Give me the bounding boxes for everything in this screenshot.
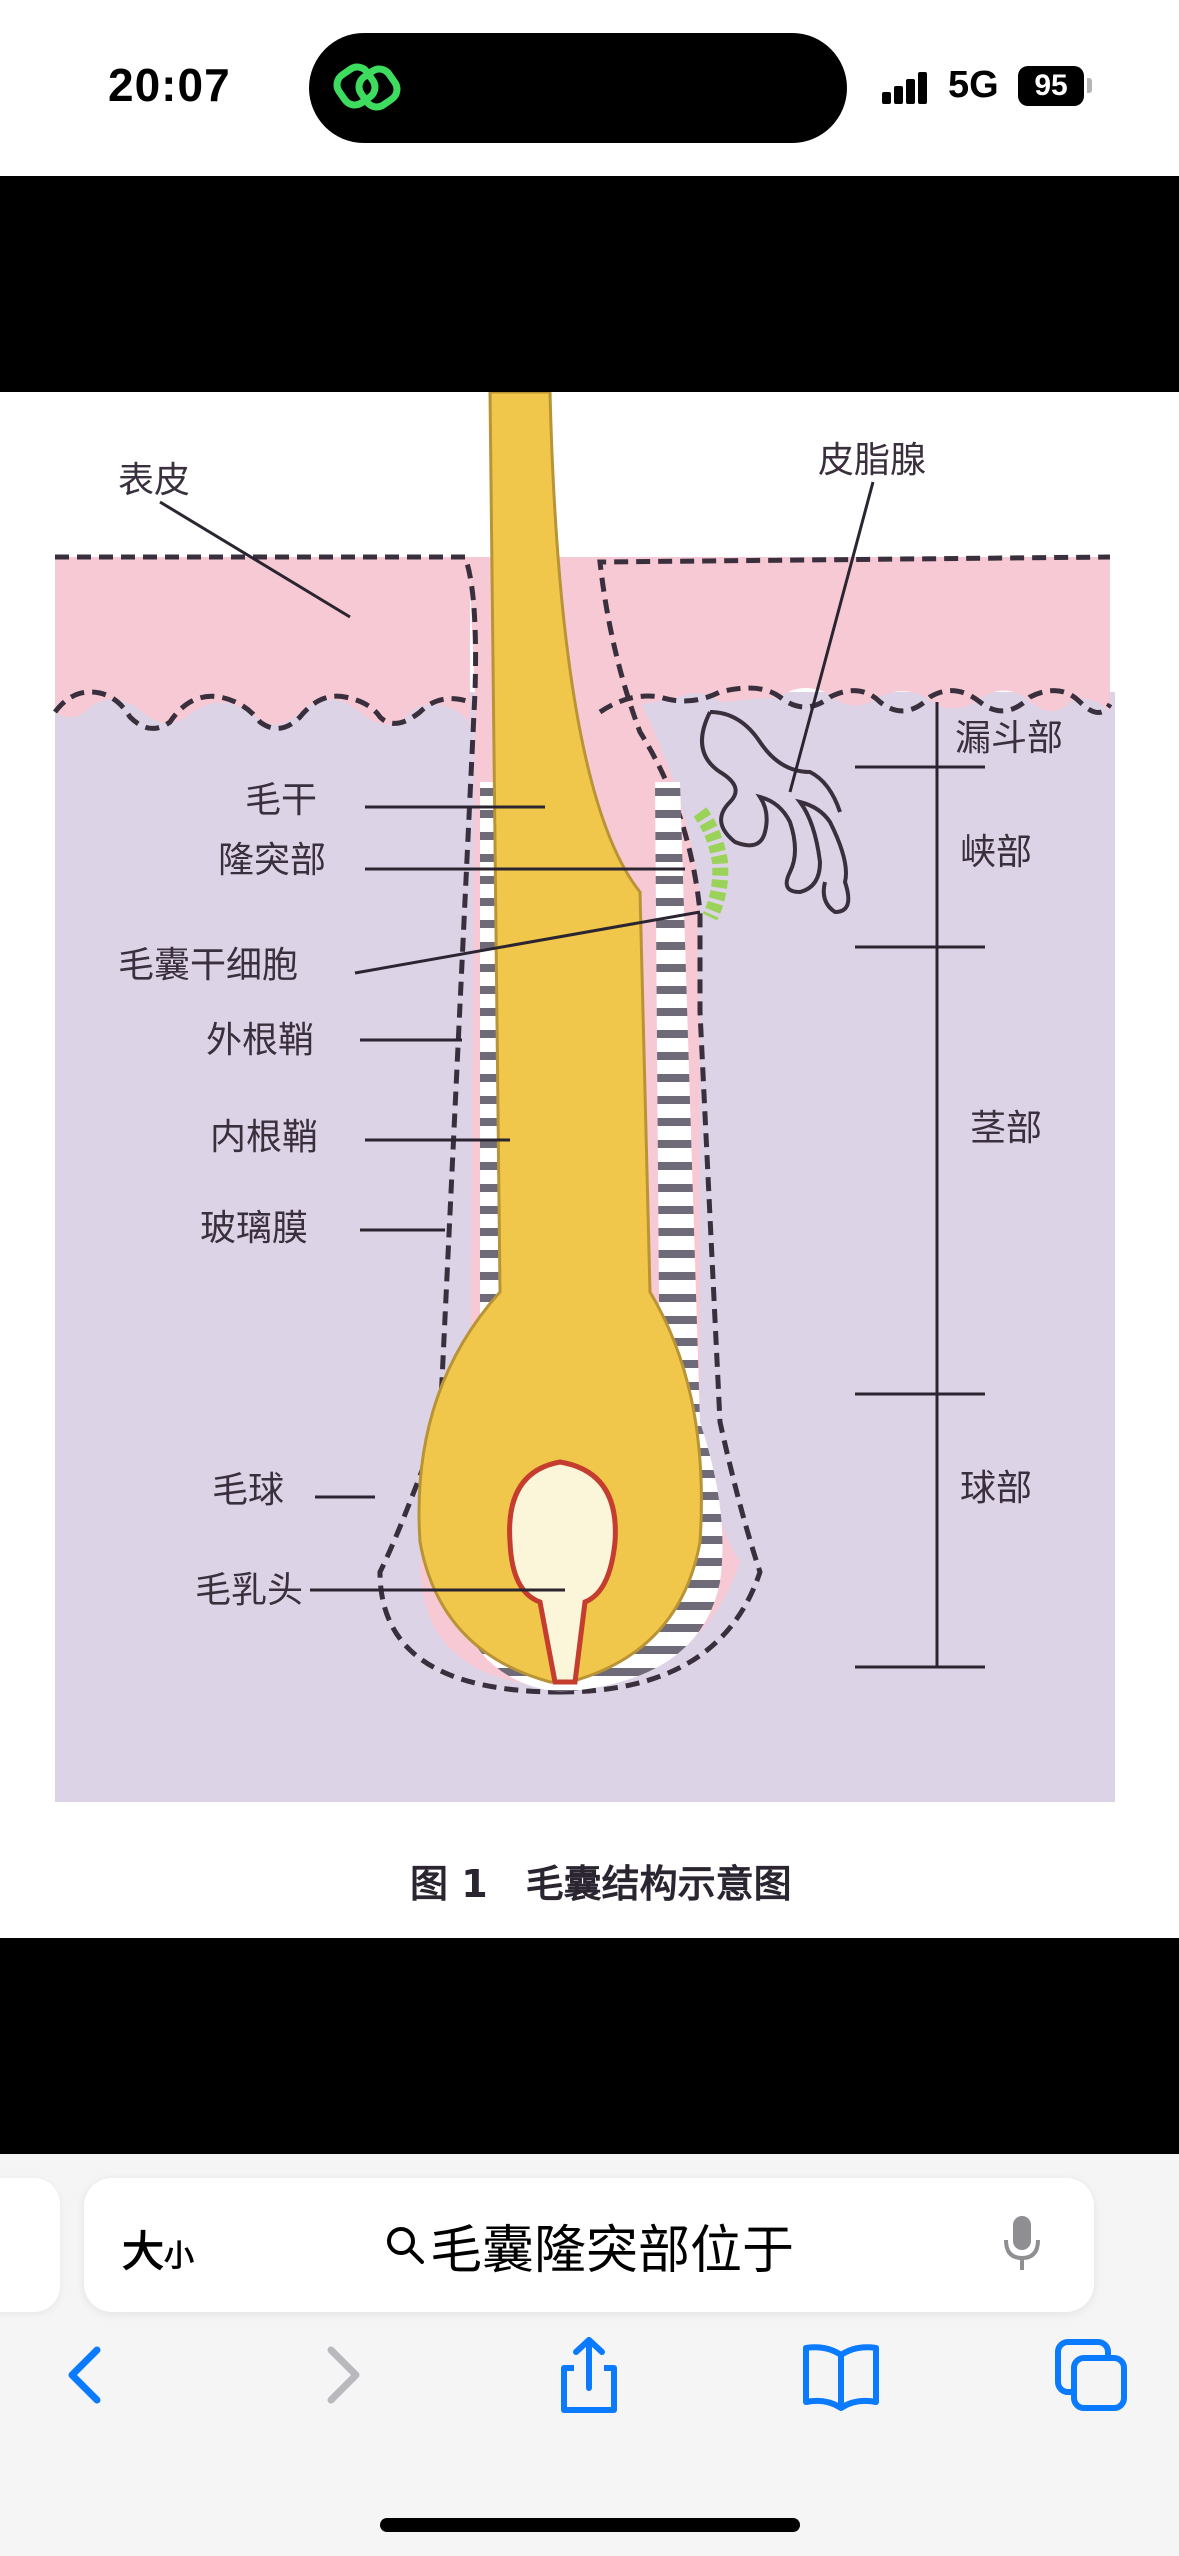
- hair-shaft: [417, 392, 703, 1684]
- search-icon: [387, 2227, 424, 2264]
- label-sebaceous-gland: 皮脂腺: [818, 440, 926, 481]
- dynamic-island[interactable]: [309, 33, 847, 143]
- signal-icon: [882, 72, 927, 104]
- size-label-small: 小: [164, 2240, 195, 2273]
- forward-icon[interactable]: [296, 2330, 386, 2420]
- letterbox-top: [0, 176, 1179, 392]
- status-bar: 20:07 5G 95: [0, 0, 1179, 176]
- figure-caption: 图 1 毛囊结构示意图: [410, 1862, 792, 1906]
- label-hair-bulb: 毛球: [212, 1470, 284, 1511]
- address-bar[interactable]: 大小 毛囊隆突部位于: [84, 2178, 1094, 2312]
- label-isthmus: 峡部: [960, 832, 1032, 873]
- label-glassy-membrane: 玻璃膜: [200, 1208, 308, 1249]
- label-bulge: 隆突部: [218, 840, 326, 881]
- back-icon[interactable]: [42, 2330, 132, 2420]
- label-stem-cells: 毛囊干细胞: [118, 945, 298, 986]
- letterbox-bottom: [0, 1938, 1179, 2154]
- label-dermal-papilla: 毛乳头: [195, 1570, 303, 1611]
- previous-tab-card[interactable]: [0, 2178, 60, 2312]
- sebaceous-gland: [700, 710, 851, 915]
- battery-nub: [1087, 78, 1092, 93]
- bookmarks-icon[interactable]: [796, 2330, 886, 2420]
- label-hair-shaft: 毛干: [245, 780, 317, 821]
- epidermis-layer: [55, 557, 470, 725]
- search-text: 毛囊隆突部位于: [430, 2221, 795, 2280]
- browser-toolbar: 大小 毛囊隆突部位于: [0, 2154, 1179, 2556]
- home-indicator: [380, 2518, 800, 2532]
- status-time: 20:07: [108, 59, 231, 111]
- label-stem: 茎部: [970, 1108, 1042, 1149]
- app-link-icon: [333, 63, 401, 111]
- share-icon[interactable]: [544, 2330, 634, 2420]
- tabs-icon[interactable]: [1046, 2330, 1136, 2420]
- size-label-big: 大: [122, 2228, 165, 2275]
- stem-cells: [693, 807, 729, 921]
- label-infundibulum: 漏斗部: [955, 718, 1063, 759]
- dermal-papilla: [507, 1459, 618, 1685]
- label-inner-root-sheath: 内根鞘: [210, 1117, 318, 1158]
- battery-level: 95: [1018, 66, 1084, 106]
- figure-image[interactable]: 表皮 毛干 隆突部 毛囊干细胞 外根鞘 内根鞘 玻璃膜 毛球 毛乳头 皮脂腺 漏…: [0, 392, 1179, 1938]
- mic-icon[interactable]: [1002, 2214, 1042, 2274]
- label-epidermis: 表皮: [118, 460, 190, 501]
- hair-follicle-diagram: 表皮 毛干 隆突部 毛囊干细胞 外根鞘 内根鞘 玻璃膜 毛球 毛乳头 皮脂腺 漏…: [53, 392, 1115, 1906]
- label-outer-root-sheath: 外根鞘: [206, 1020, 314, 1061]
- label-bulb: 球部: [960, 1468, 1032, 1509]
- page-size-button[interactable]: 大小: [122, 2218, 194, 2279]
- network-type: 5G: [948, 64, 999, 106]
- search-query[interactable]: 毛囊隆突部位于: [384, 2212, 794, 2280]
